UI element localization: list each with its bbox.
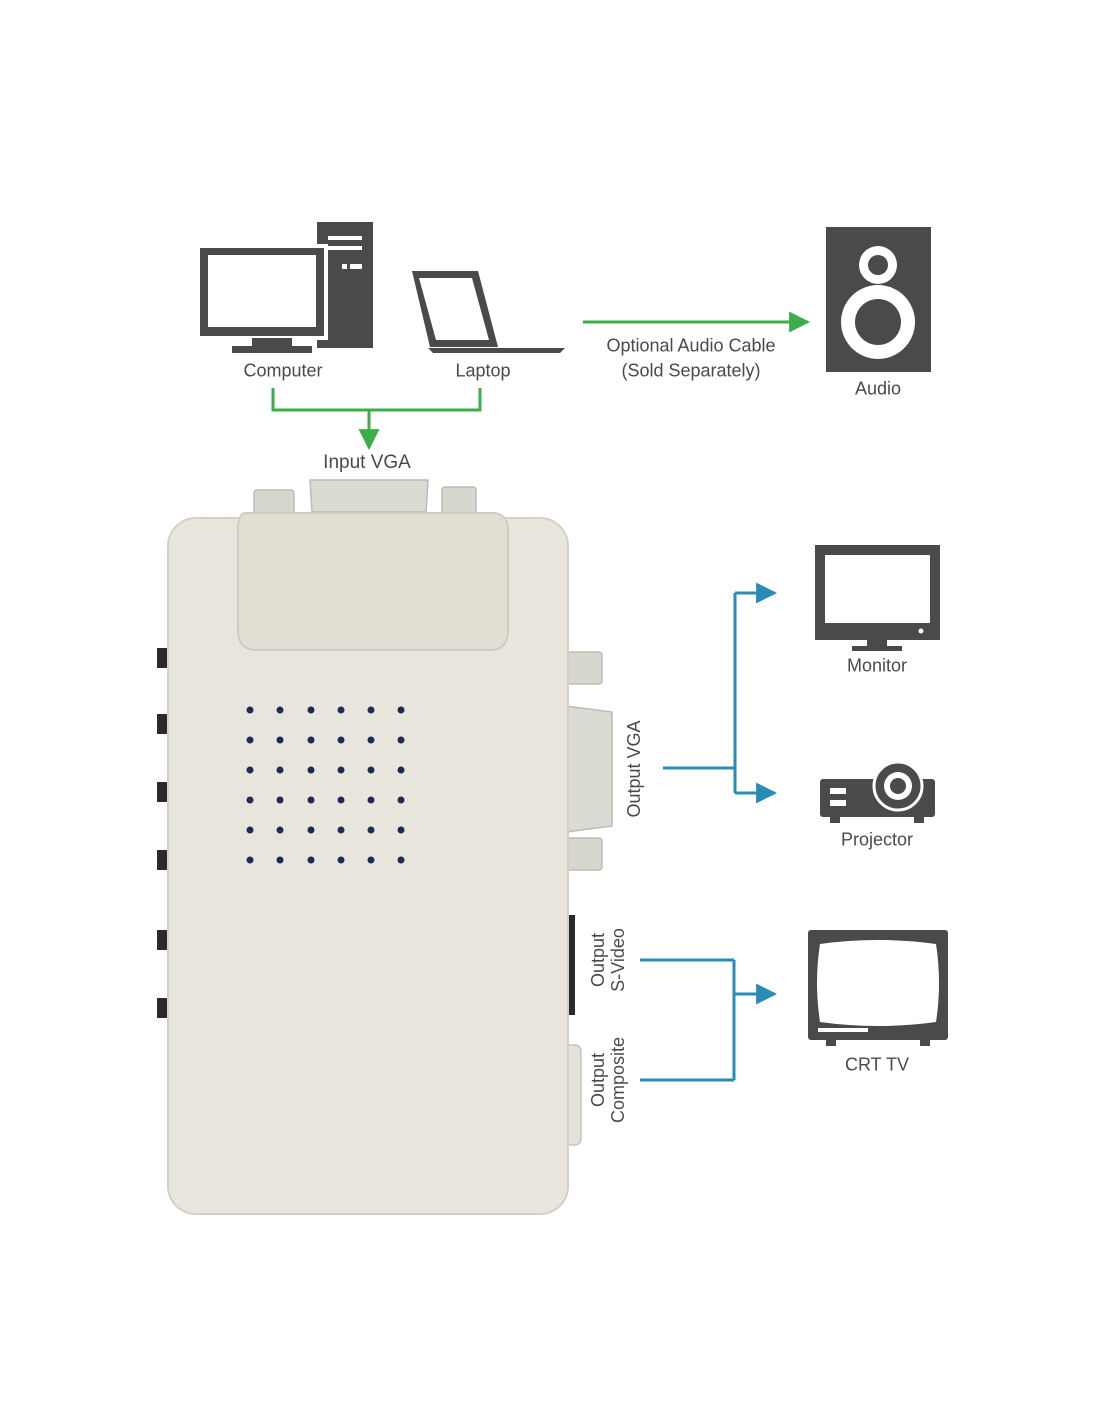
monitor-label: Monitor	[846, 655, 908, 676]
audio-cable-note: (Sold Separately)	[621, 360, 761, 381]
output-svideo-line1: Output	[588, 932, 608, 988]
projector-label: Projector	[840, 829, 914, 850]
projector-icon	[820, 760, 935, 823]
tv-output-connector	[640, 958, 778, 1082]
input-vga-label: Input VGA	[323, 452, 411, 473]
computer-label: Computer	[243, 360, 323, 381]
output-composite-label: Output Composite	[588, 1037, 628, 1123]
computer-icon	[196, 222, 373, 353]
input-connector-line	[271, 388, 482, 412]
audio-label: Audio	[854, 378, 902, 399]
audio-cable-label: Optional Audio Cable	[606, 335, 776, 356]
speaker-icon	[826, 227, 931, 372]
output-svideo-line2: S-Video	[608, 928, 628, 992]
vga-converter-device	[157, 479, 613, 1215]
crt-tv-label: CRT TV	[844, 1054, 910, 1075]
output-composite-line2: Composite	[608, 1036, 628, 1124]
output-vga-text: Output VGA	[624, 720, 644, 818]
vent-grid	[246, 706, 405, 864]
laptop-label: Laptop	[455, 360, 511, 381]
output-composite-line1: Output	[588, 1052, 608, 1108]
vga-output-connector	[663, 582, 778, 804]
monitor-icon	[815, 545, 940, 651]
laptop-icon	[412, 271, 565, 353]
output-svideo-label: Output S-Video	[588, 928, 628, 992]
output-vga-label: Output VGA	[624, 720, 644, 817]
crt-tv-icon	[808, 930, 948, 1046]
